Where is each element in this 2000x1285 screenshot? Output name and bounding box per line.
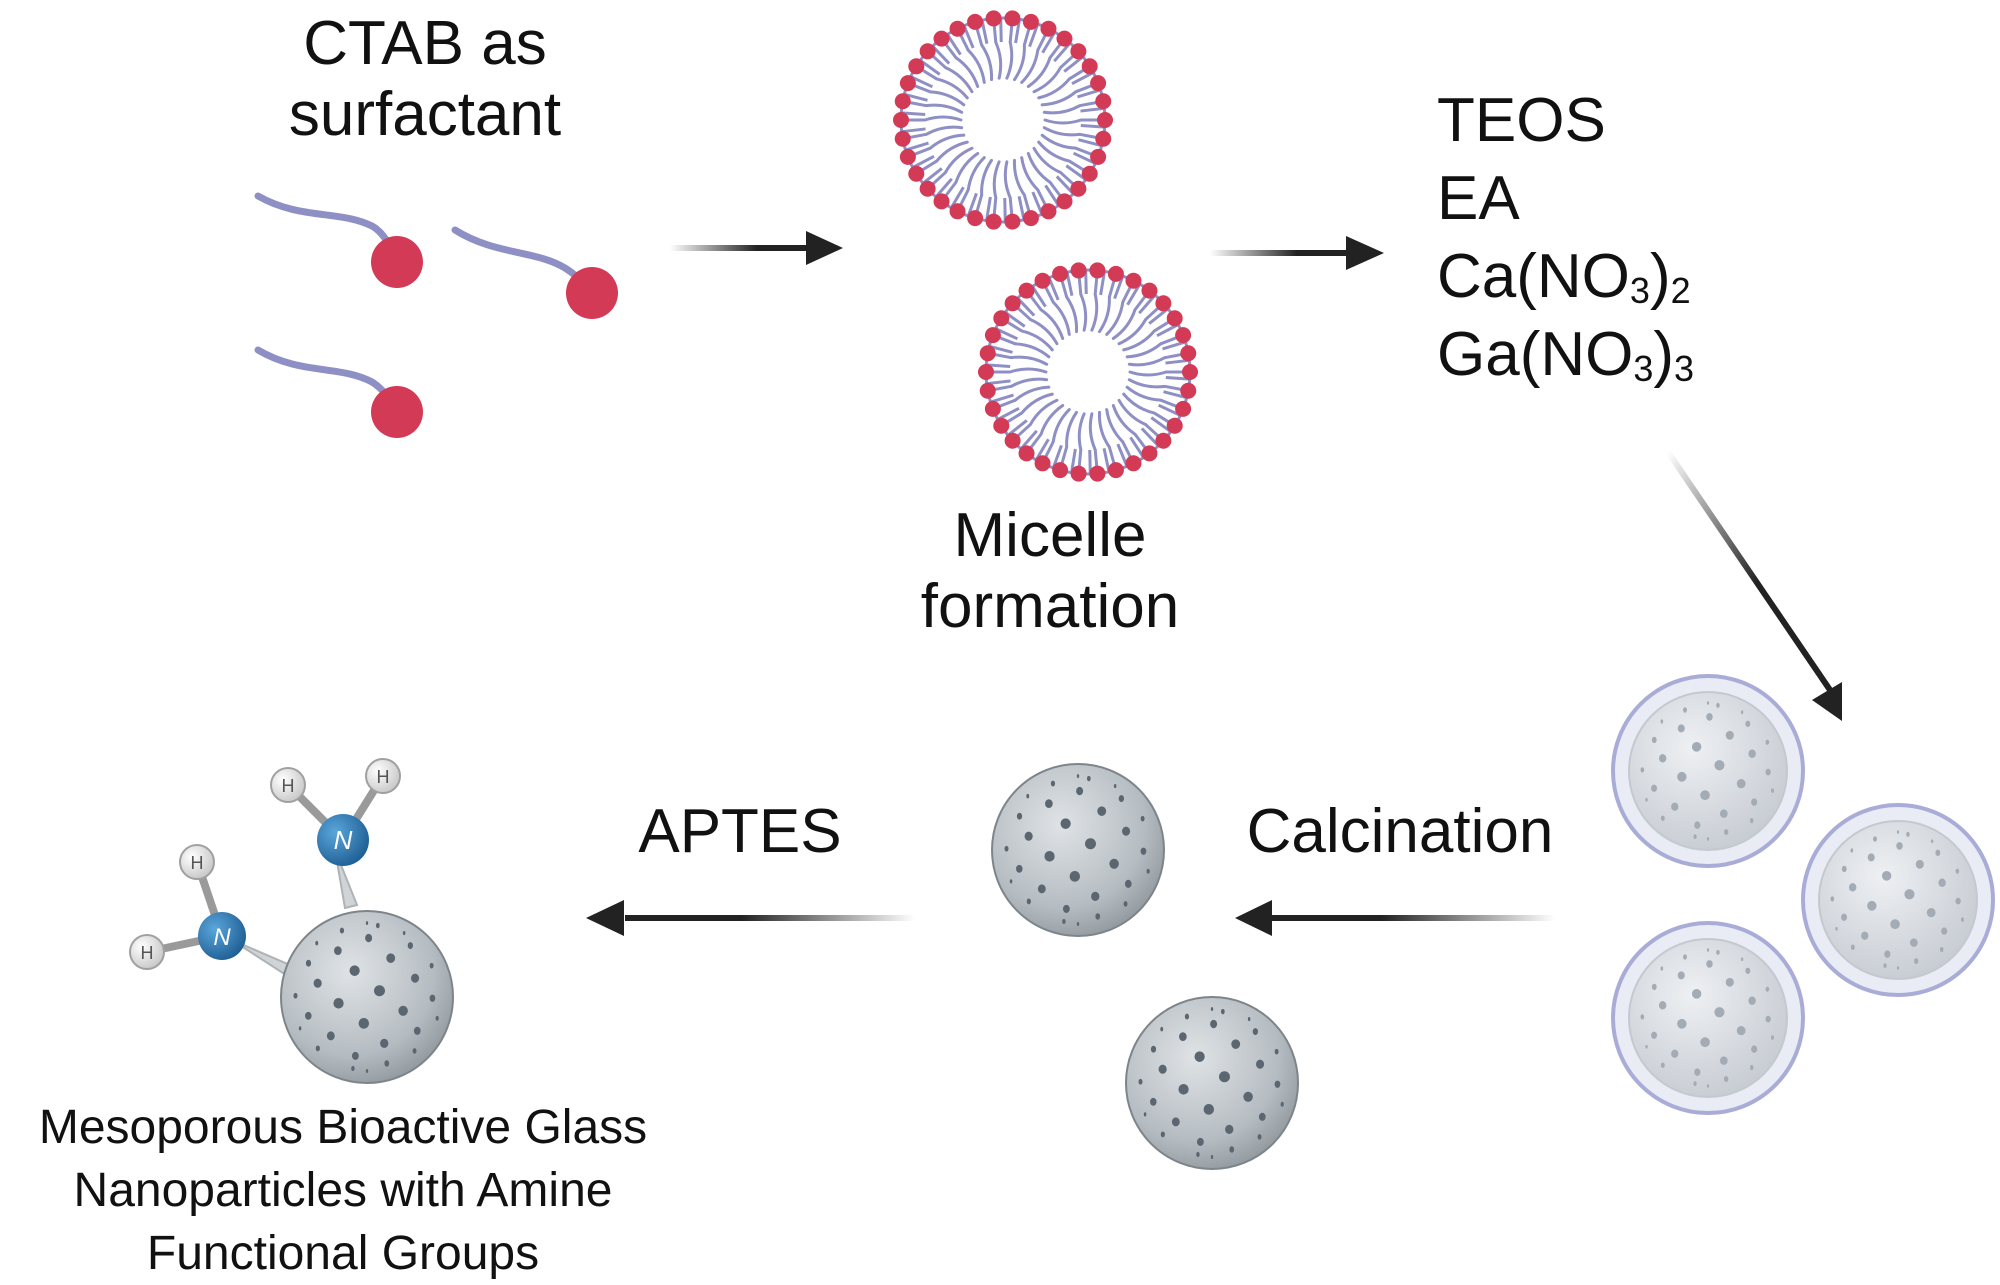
- hydrogen-atom-1: H: [270, 767, 306, 803]
- n-label-2: N: [213, 924, 231, 951]
- surfactant-molecule-3: [254, 346, 423, 438]
- calcined-nanoparticle-2: [1125, 996, 1299, 1170]
- arrow-to-micelle: [670, 231, 843, 265]
- micelle-label-line-1: Micelle: [953, 501, 1147, 570]
- functionalized-core: [280, 910, 454, 1084]
- hydrogen-atom-3: H: [179, 844, 215, 880]
- reagent-gallium-nitrate: Ga(NO3)3: [1437, 320, 1695, 389]
- calcination-label: Calcination: [1246, 797, 1554, 866]
- reagent-ea: EA: [1437, 164, 1520, 233]
- micelle-label: Micelle formation: [880, 500, 1220, 643]
- ctab-label-line-1: CTAB as: [303, 9, 547, 78]
- h-label-4: H: [141, 943, 154, 963]
- ctab-label-line-2: surfactant: [288, 80, 562, 150]
- micelle-1: [893, 10, 1113, 230]
- h-label-3: H: [191, 853, 204, 873]
- nitrogen-atom-1: N: [317, 814, 369, 866]
- surfactant-molecule-2: [451, 226, 618, 319]
- reagent-calcium-nitrate: Ca(NO3)2: [1437, 242, 1691, 311]
- product-label-line-3: Functional Groups: [146, 1227, 540, 1280]
- product-label-line-2: Nanoparticles with Amine: [73, 1164, 613, 1217]
- surfactant-molecule-1: [254, 192, 423, 288]
- n-label-1: N: [334, 825, 353, 855]
- amine-functionalized-nanoparticle: N N H H H H: [129, 758, 454, 1084]
- calcined-nanoparticle-1: [991, 763, 1165, 937]
- arrow-to-reagents: [1210, 236, 1384, 270]
- hydrogen-atom-2: H: [365, 758, 401, 794]
- arrow-calcination: [1235, 900, 1555, 936]
- product-label-line-1: Mesoporous Bioactive Glass: [38, 1101, 648, 1154]
- arrow-to-templated-spheres: [1665, 450, 1842, 721]
- templated-sphere-2: [1801, 803, 1995, 997]
- h-label-1: H: [282, 776, 295, 796]
- reagents-list: TEOS EA Ca(NO3)2 Ga(NO3)3: [1437, 82, 1694, 394]
- hydrogen-atom-4: H: [129, 934, 165, 970]
- h-label-2: H: [377, 767, 390, 787]
- templated-sphere-3: [1611, 921, 1805, 1115]
- reagent-teos: TEOS: [1437, 86, 1606, 155]
- micelle-2: [978, 262, 1198, 482]
- templated-sphere-1: [1611, 674, 1805, 868]
- aptes-label: APTES: [638, 797, 842, 866]
- micelle-label-line-2: formation: [920, 572, 1180, 642]
- product-label: Mesoporous Bioactive Glass Nanoparticles…: [0, 1096, 686, 1285]
- surfactant-molecules: [254, 192, 618, 438]
- nitrogen-atom-2: N: [198, 912, 246, 960]
- arrow-aptes: [586, 900, 915, 936]
- ctab-label: CTAB as surfactant: [255, 8, 595, 151]
